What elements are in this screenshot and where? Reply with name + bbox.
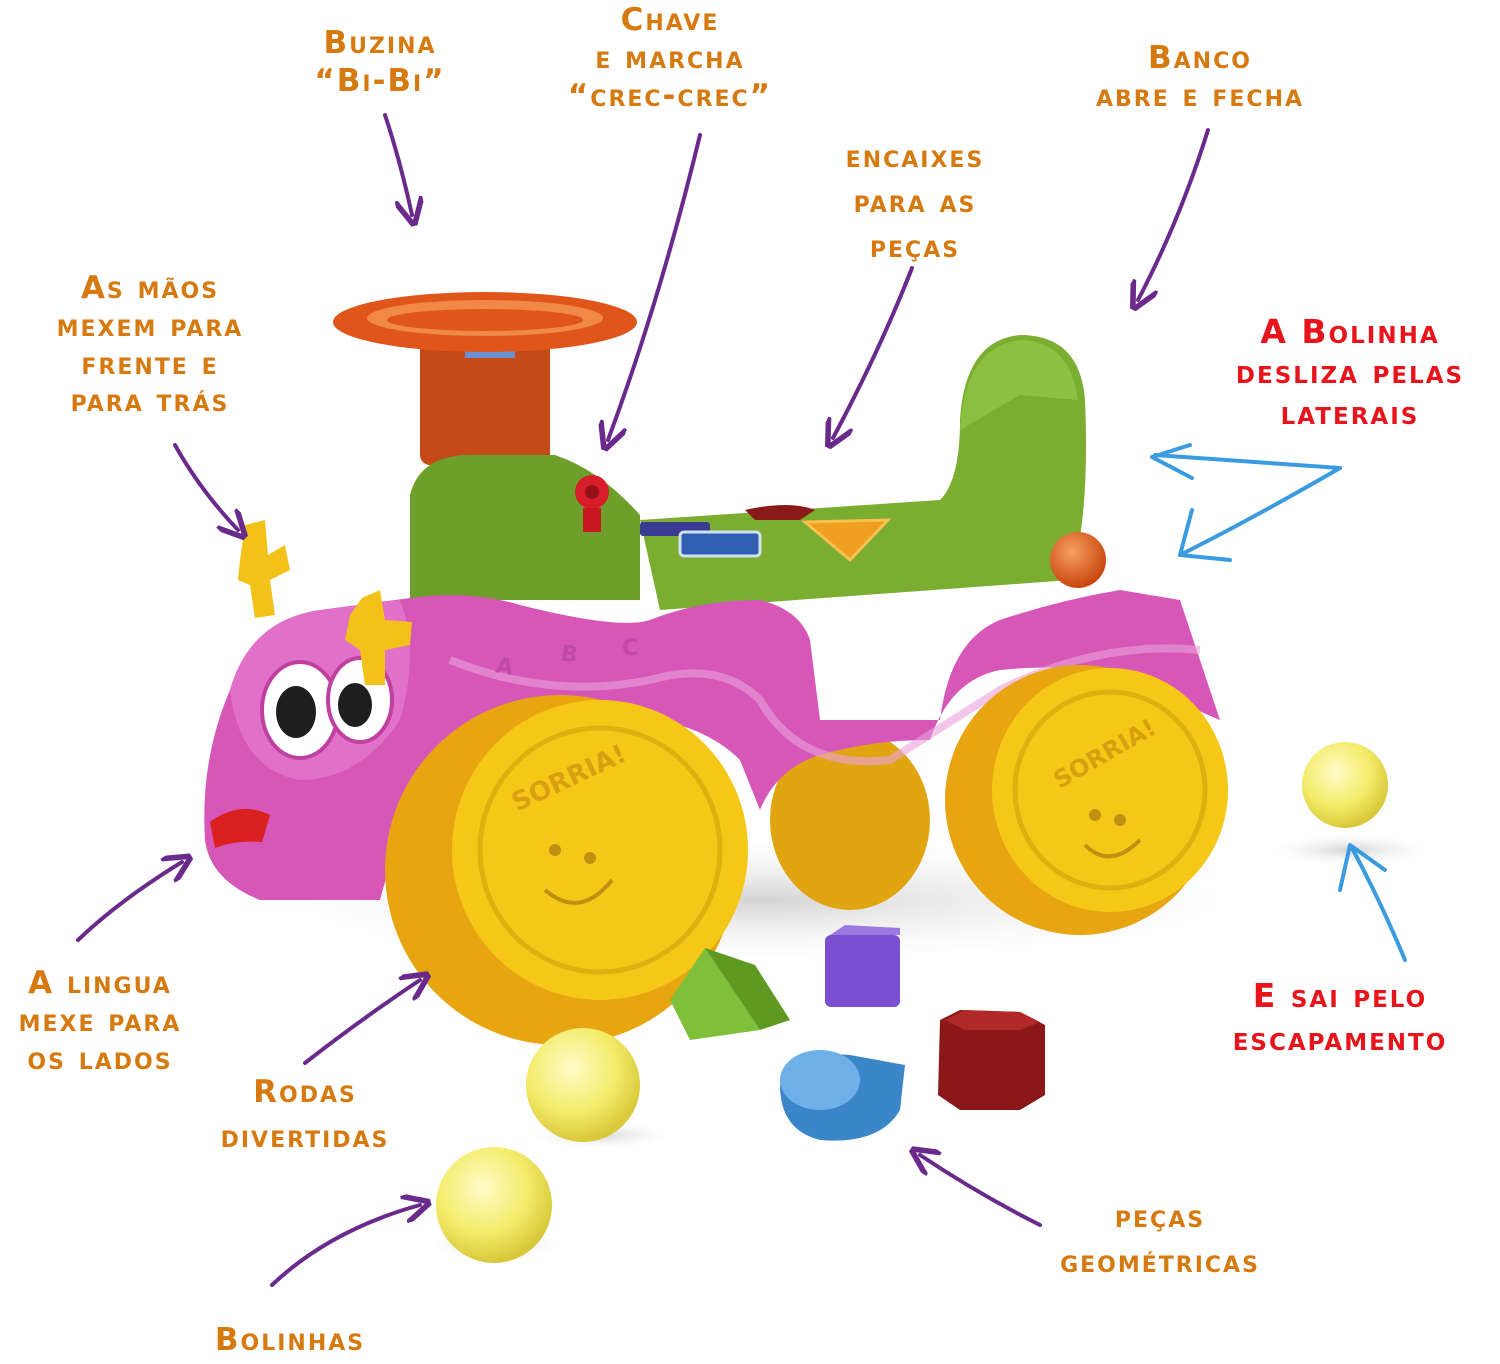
arrow-lateral-upper (1153, 453, 1342, 470)
label-line: “Bi-Bi” (314, 62, 446, 99)
label-line: laterais (1280, 392, 1420, 432)
label-line: “crec-crec” (567, 77, 773, 114)
triangle-block-icon (670, 948, 790, 1040)
label-line: encaixes (845, 139, 985, 175)
label-line: As mãos (80, 270, 220, 306)
label-line: E sai pelo (1252, 976, 1428, 1015)
label-line: A lingua (28, 965, 172, 1001)
label-line: mexem para (56, 307, 244, 344)
arrow-maos (173, 443, 238, 530)
label-line: para trás (70, 383, 230, 420)
label-line: Rodas (253, 1074, 357, 1110)
arrow-exhaust (1350, 846, 1407, 962)
label-line: escapamento (1232, 1018, 1448, 1058)
arrow-pecas (920, 1155, 1042, 1227)
smiley-icon (1083, 809, 1142, 859)
arrow-lingua (76, 862, 182, 942)
ball-icon (436, 1147, 552, 1263)
arrow-rodas (303, 980, 420, 1065)
label-pecas: peças geométricas (1030, 1195, 1290, 1285)
toy-face-eyes (260, 656, 394, 760)
label-line: Banco (1148, 40, 1252, 76)
rear-hidden-wheel (770, 730, 930, 910)
arrow-bolinhas (270, 1205, 420, 1287)
ball-path-arrows (1150, 443, 1407, 962)
ball-icon (1302, 742, 1388, 828)
label-line: A Bolinha (1260, 312, 1440, 351)
label-chave: Chave e marcha “crec-crec” (550, 2, 790, 115)
cube-block-icon (825, 925, 900, 1007)
arrow-lateral-lower (1178, 466, 1342, 557)
ball-icon (526, 1028, 640, 1142)
octagon-block-icon (938, 1010, 1045, 1110)
label-bolinhas: Bolinhas (190, 1322, 390, 1360)
label-rodas: Rodas divertidas (200, 1070, 410, 1160)
label-line: peças (1114, 1199, 1206, 1235)
rear-wheel (945, 665, 1228, 935)
label-line: abre e fecha (1095, 77, 1305, 114)
arrow-encaixes (833, 266, 914, 438)
label-line: mexe para (18, 1002, 182, 1039)
fender-letter: A (494, 653, 515, 681)
cylinder-block-icon (780, 1050, 905, 1141)
fender-letter: C (622, 636, 638, 661)
fender-letter: B (559, 641, 579, 668)
label-bolinha-desliza: A Bolinha desliza pelas laterais (1200, 312, 1500, 433)
label-line: para as (853, 183, 977, 220)
label-line: desliza pelas (1235, 352, 1465, 392)
shape-slots (640, 505, 892, 563)
label-buzina: Buzina “Bi-Bi” (280, 25, 480, 101)
label-maos: As mãos mexem para frente e para trás (25, 270, 275, 421)
key-icon (575, 475, 609, 532)
callout-arrows (76, 113, 1210, 1287)
label-line: divertidas (220, 1118, 390, 1155)
smiley-icon (543, 844, 614, 905)
triangle-slot (801, 518, 892, 563)
label-line: e marcha (595, 39, 745, 76)
label-banco: Banco abre e fecha (1060, 40, 1340, 116)
steering-wheel-icon (333, 292, 637, 465)
label-lingua: A lingua mexe para os lados (0, 965, 200, 1078)
label-line: geométricas (1060, 1243, 1260, 1280)
label-line: Bolinhas (214, 1322, 366, 1358)
arrow-banco (1138, 128, 1210, 300)
arrow-buzina (383, 113, 412, 215)
label-line: peças (869, 228, 961, 265)
toy-tongue (210, 808, 270, 848)
front-wheel (385, 695, 748, 1045)
label-line: os lados (27, 1040, 173, 1077)
label-line: frente e (81, 345, 219, 382)
ball-icon (1050, 532, 1106, 588)
label-line: Chave (620, 2, 720, 38)
label-escapamento: E sai pelo escapamento (1195, 975, 1485, 1061)
arrow-chave (608, 133, 702, 440)
label-encaixes: encaixes para as peças (815, 135, 1015, 270)
toy-hands (238, 520, 412, 685)
label-line: Buzina (323, 25, 437, 61)
